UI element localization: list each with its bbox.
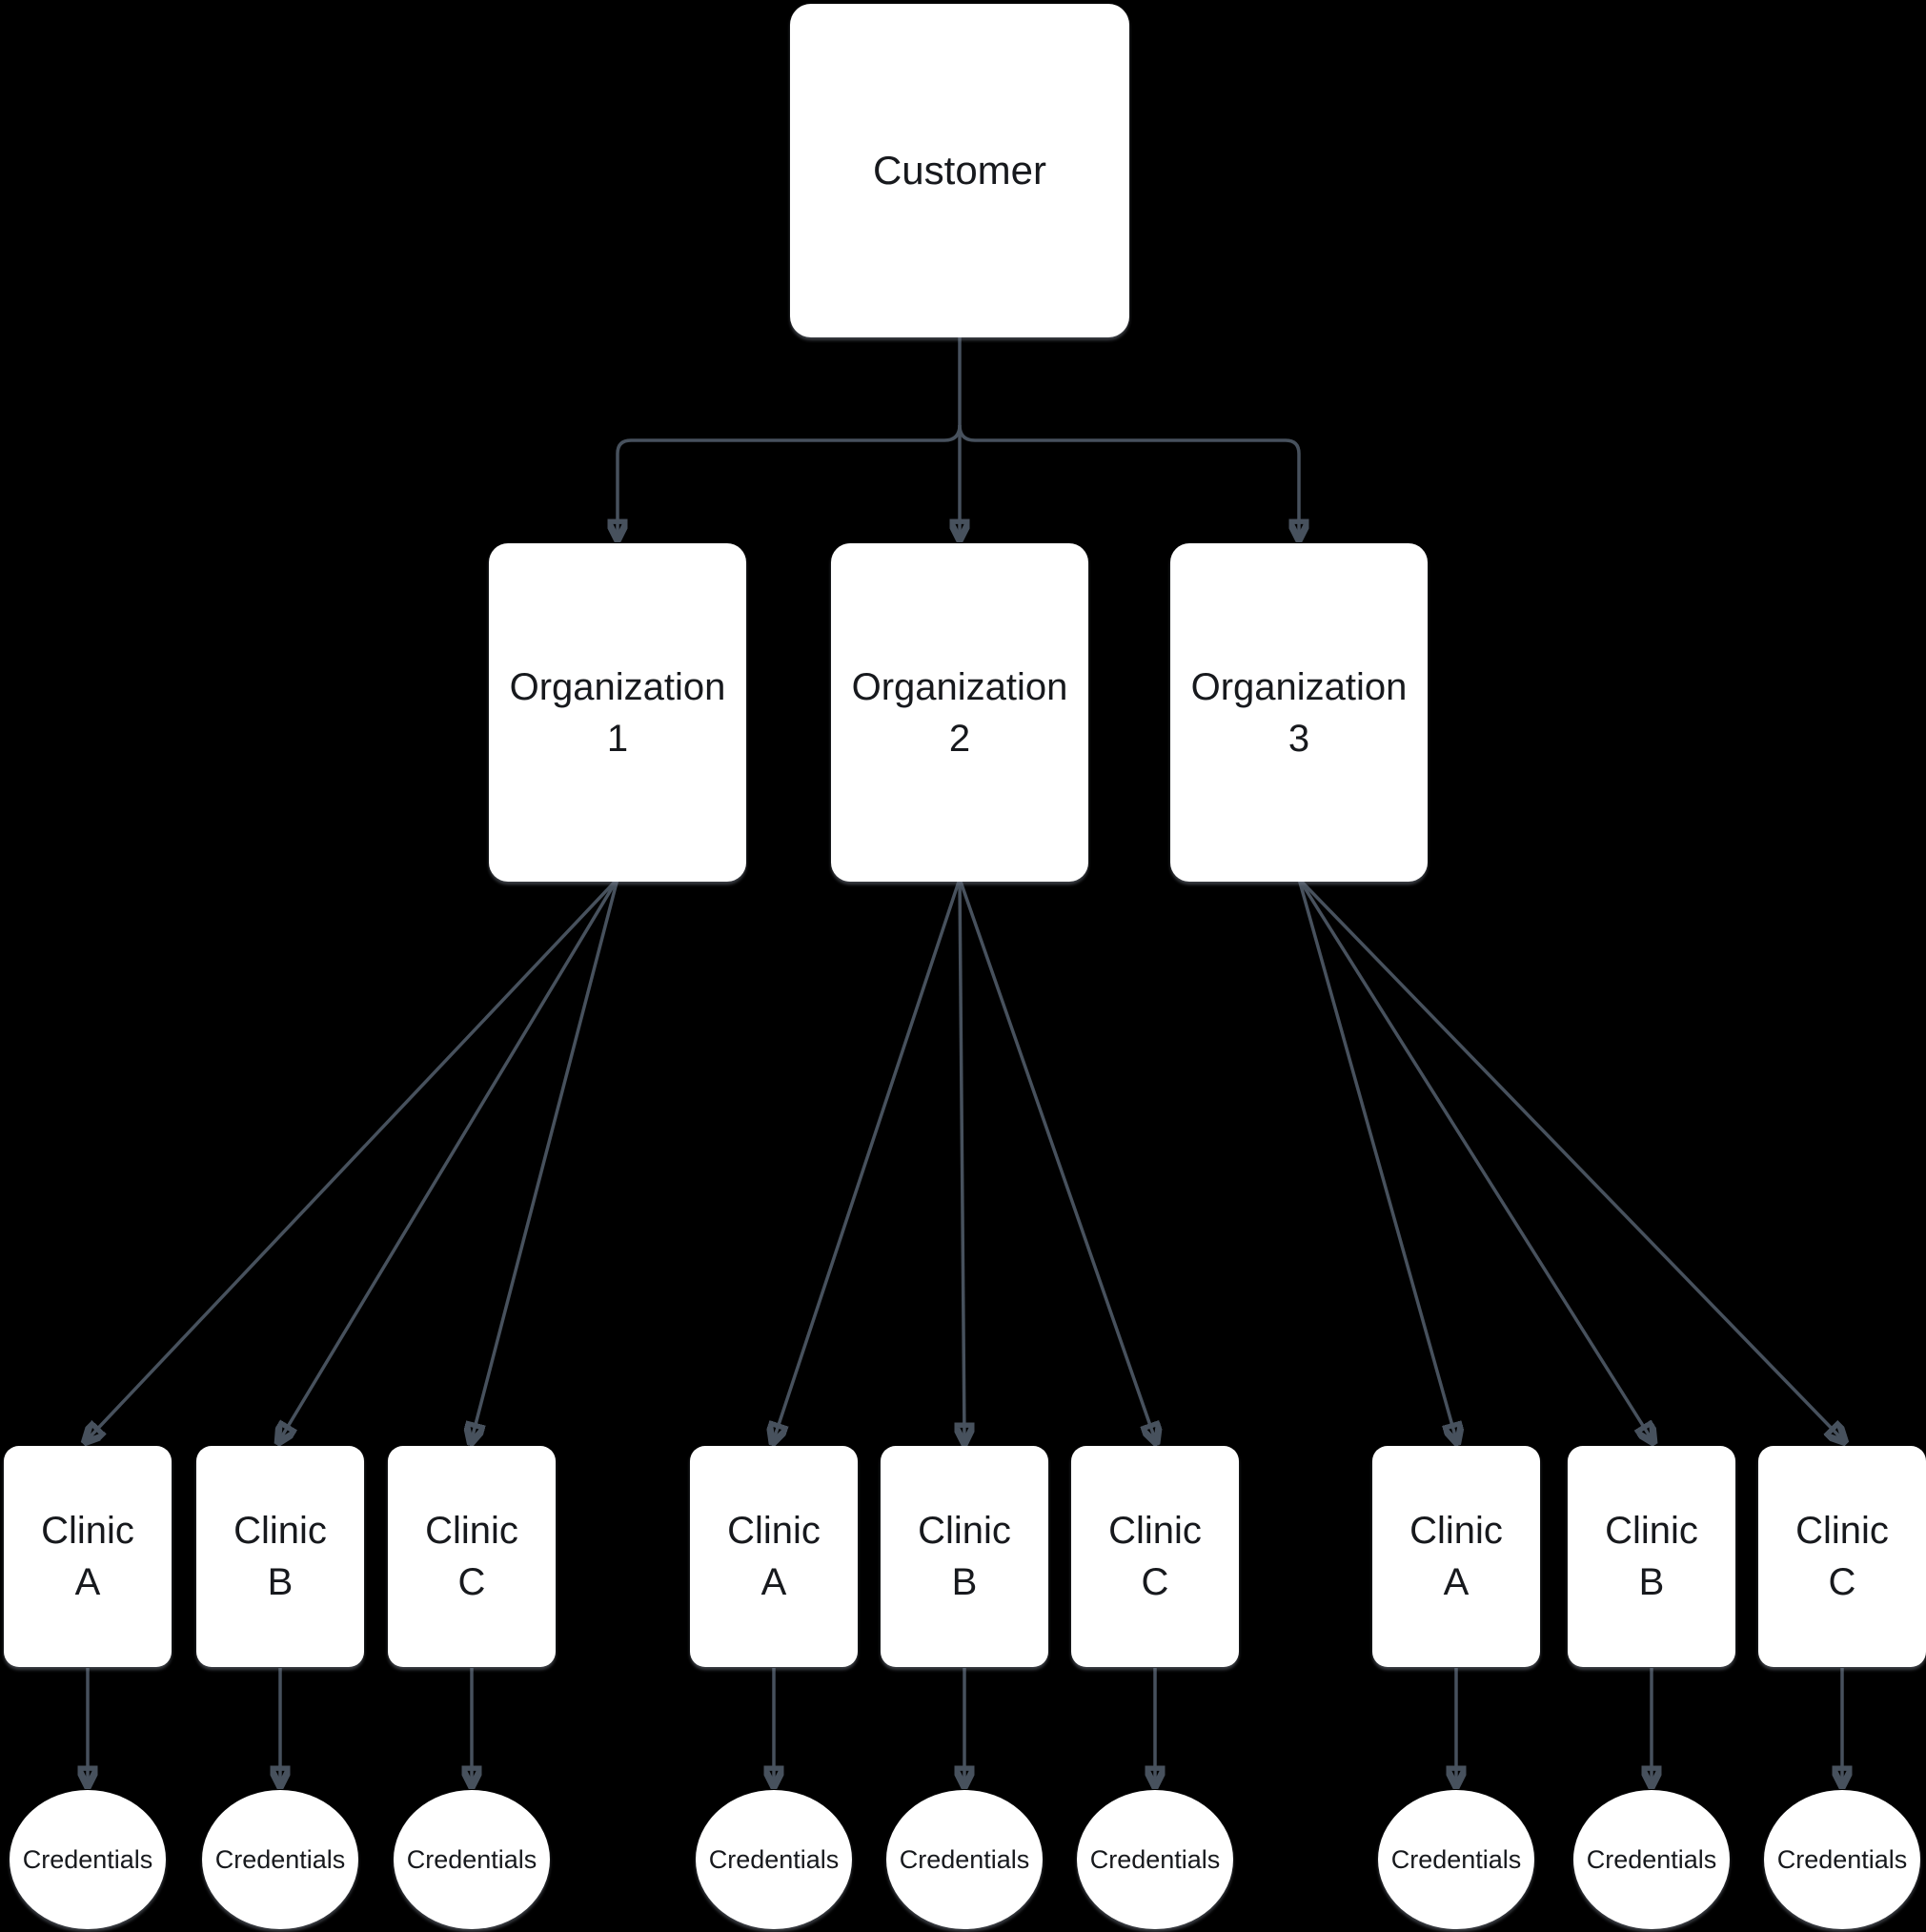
clinic-a-group1-node: Clinic A xyxy=(4,1446,172,1667)
clinic-b-group3-node: Clinic B xyxy=(1568,1446,1735,1667)
organization-3-node: Organization 3 xyxy=(1170,543,1428,882)
credentials-g3c-node: Credentials xyxy=(1764,1790,1920,1929)
clinic-b-group2-node: Clinic B xyxy=(881,1446,1048,1667)
credentials-g2c-node: Credentials xyxy=(1077,1790,1233,1929)
org3-to-clinic-c-connector xyxy=(1297,877,1842,1439)
credentials-g1b-node: Credentials xyxy=(202,1790,358,1929)
clinic-b-group1-node: Clinic B xyxy=(196,1446,364,1667)
org1-to-clinic-a-connector xyxy=(88,877,619,1439)
org2-to-clinic-b-connector xyxy=(960,878,964,1439)
org1-to-clinic-c-connector xyxy=(472,878,619,1439)
clinic-c-group2-node: Clinic C xyxy=(1071,1446,1239,1667)
clinic-c-group1-node: Clinic C xyxy=(388,1446,556,1667)
clinic-c-group3-node: Clinic C xyxy=(1758,1446,1926,1667)
organization-2-node: Organization 2 xyxy=(831,543,1088,882)
credentials-g2a-node: Credentials xyxy=(696,1790,852,1929)
credentials-g1c-node: Credentials xyxy=(394,1790,550,1929)
credentials-g1a-node: Credentials xyxy=(10,1790,166,1929)
customer-to-org3-connector xyxy=(958,424,1299,536)
clinic-a-group2-node: Clinic A xyxy=(690,1446,858,1667)
org3-to-clinic-a-connector xyxy=(1297,878,1456,1439)
credentials-g2b-node: Credentials xyxy=(886,1790,1043,1929)
org2-to-clinic-c-connector xyxy=(958,878,1155,1439)
credentials-g3a-node: Credentials xyxy=(1378,1790,1534,1929)
customer-to-org1-connector xyxy=(618,424,962,536)
org1-to-clinic-b-connector xyxy=(280,878,619,1439)
org3-to-clinic-b-connector xyxy=(1297,878,1652,1439)
clinic-a-group3-node: Clinic A xyxy=(1372,1446,1540,1667)
customer-node: Customer xyxy=(790,4,1129,337)
org2-to-clinic-a-connector xyxy=(774,878,962,1439)
credentials-g3b-node: Credentials xyxy=(1573,1790,1730,1929)
organization-1-node: Organization 1 xyxy=(489,543,746,882)
